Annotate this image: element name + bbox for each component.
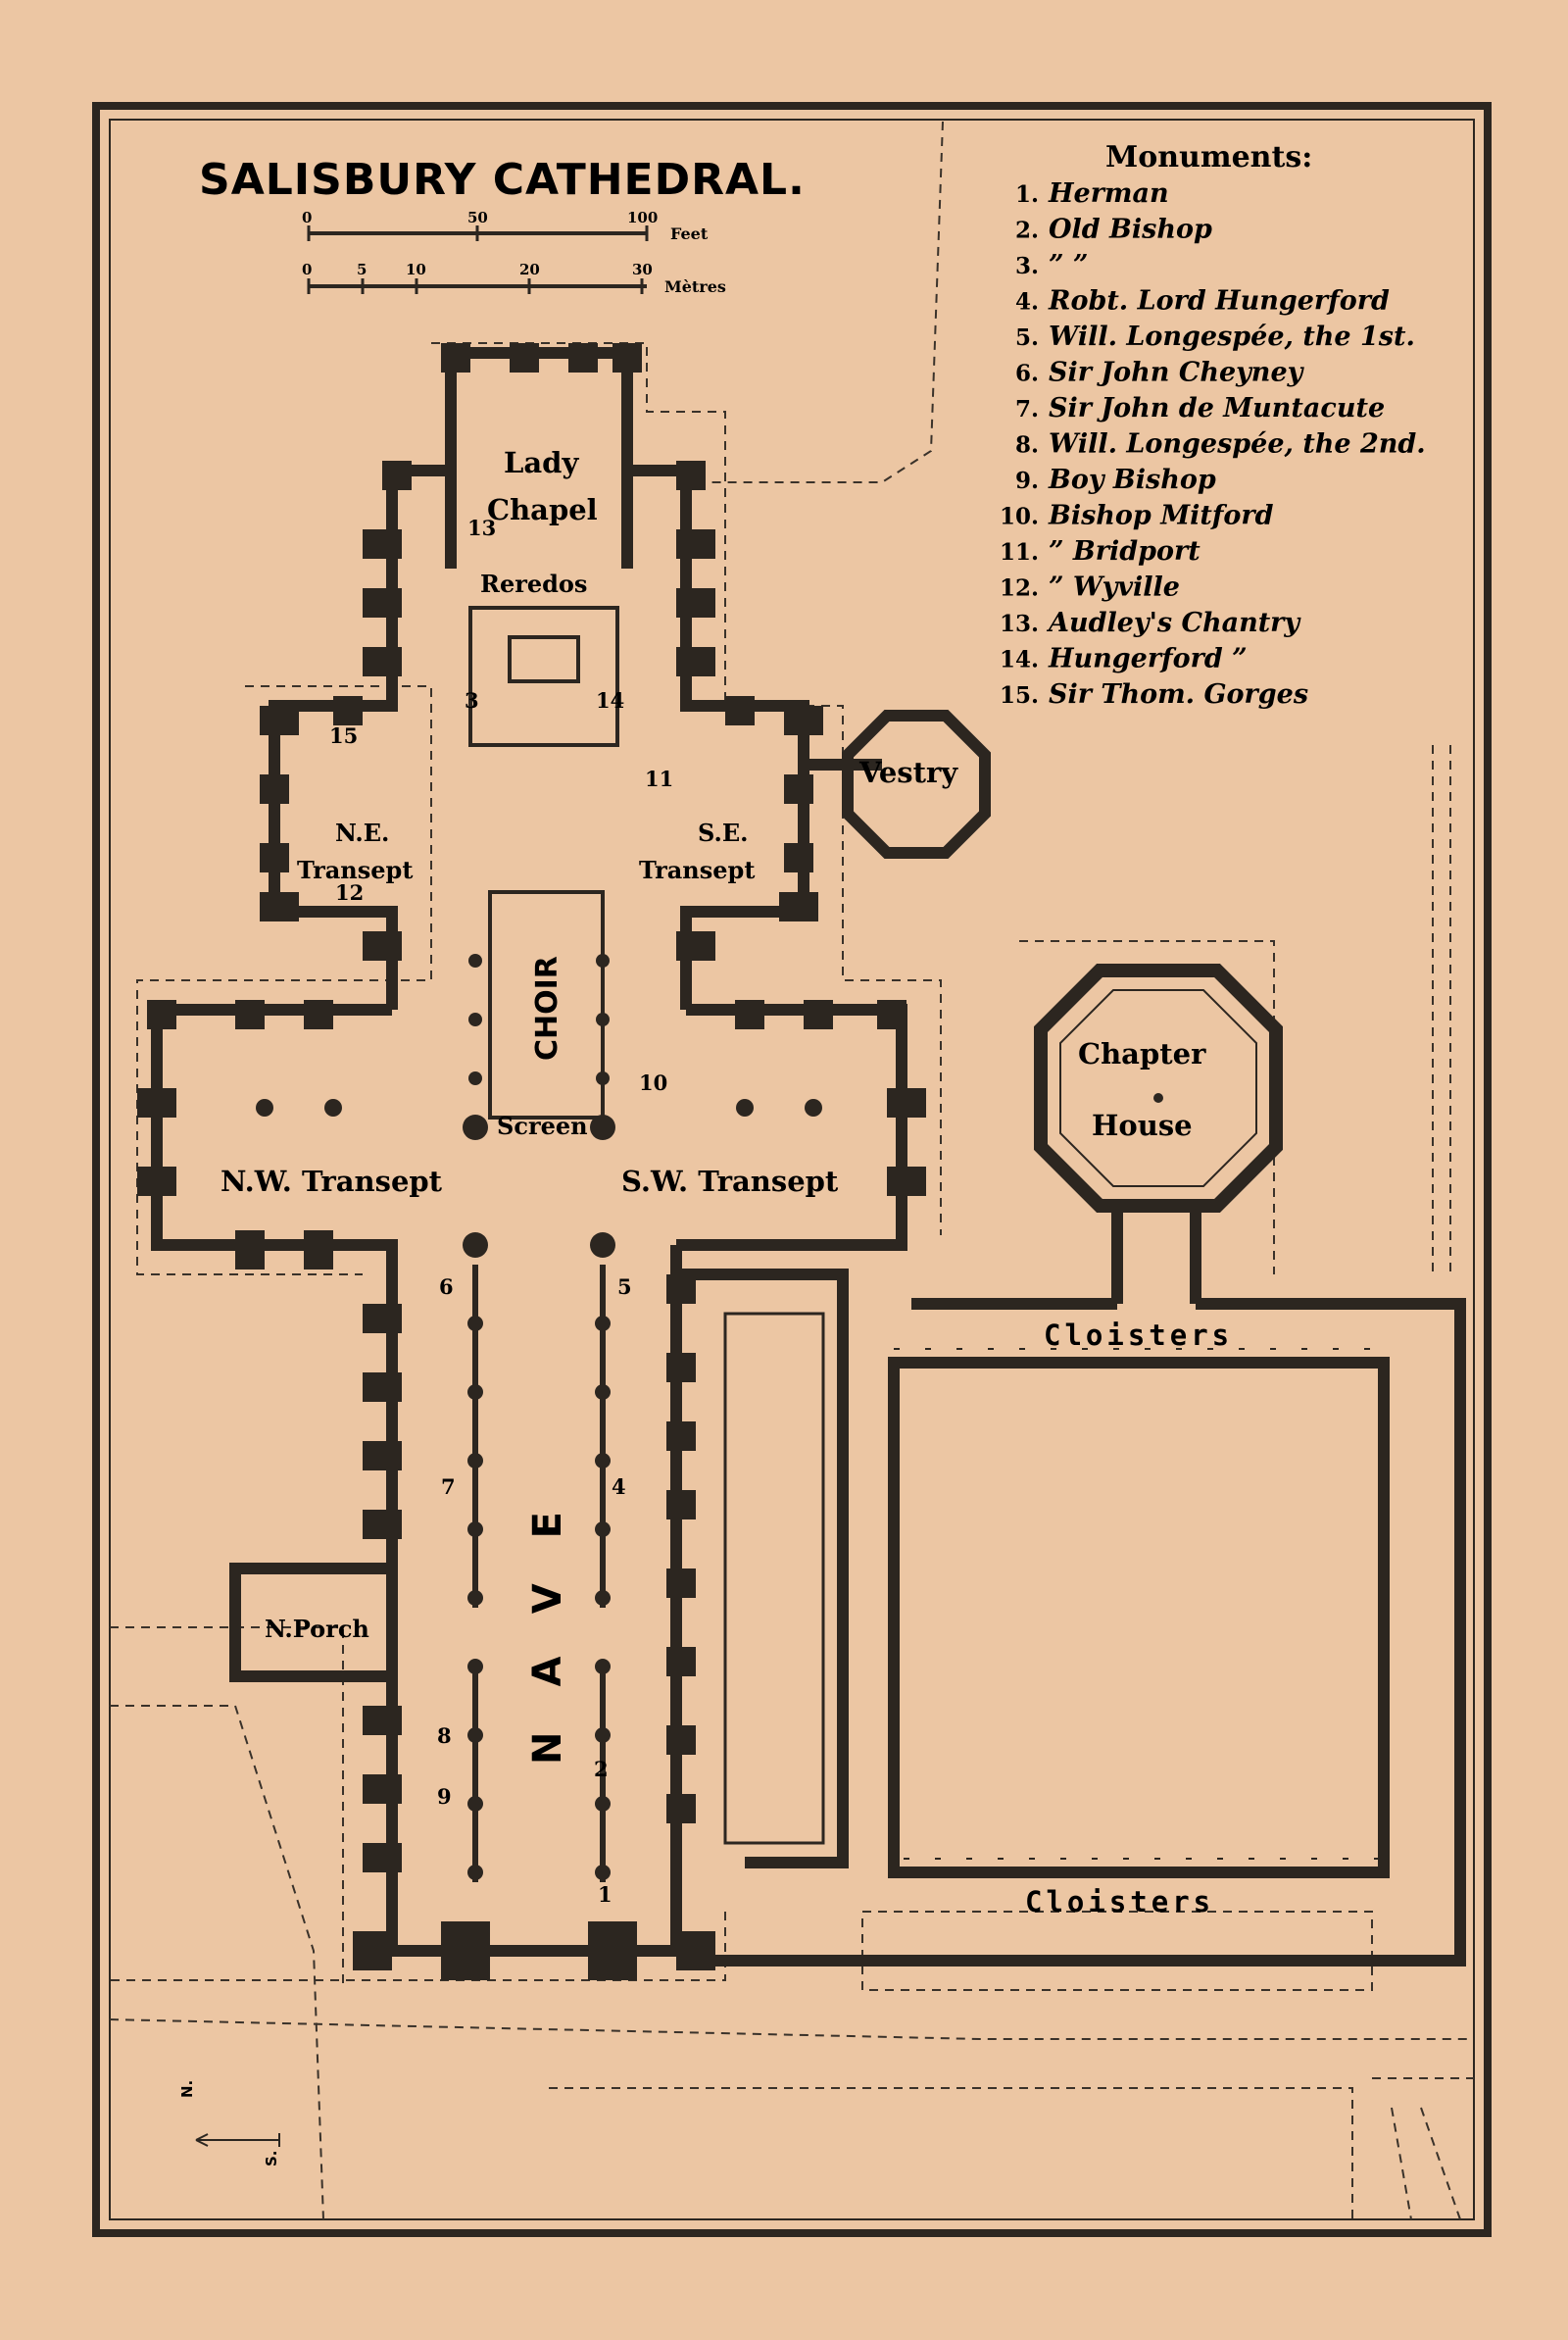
label-choir: CHOIR [530,956,564,1061]
marker-2: 2 [594,1757,609,1781]
legend-list: 1. Herman 2. Old Bishop 3. ” ” 4. Robt. Lord Hu… [1000,178,1426,710]
legend-item-name: ” Wyville [1049,573,1180,603]
marker-14: 14 [596,688,624,713]
legend-item-name: Sir John de Muntacute [1049,393,1385,423]
piers [256,954,1163,1880]
legend-item-number: 3. [1015,253,1039,279]
legend-item-number: 12. [1000,575,1039,602]
label-reredos: Reredos [480,570,587,598]
legend-item-name: Sir John Cheyney [1049,358,1305,388]
marker-4: 4 [612,1474,626,1499]
legend-item-name: Boy Bishop [1048,465,1216,495]
label-vestry: Vestry [858,756,958,789]
marker-10: 10 [639,1070,667,1095]
label-n-porch: N.Porch [265,1615,369,1643]
scale-feet-100: 100 [627,209,658,226]
cloisters [676,1269,1466,1967]
legend-item-name: Hungerford ” [1048,644,1248,674]
scale-feet-unit: Feet [670,224,709,243]
legend-item-number: 14. [1000,647,1039,673]
marker-12: 12 [335,880,364,905]
legend-item-name: Will. Longespée, the 2nd. [1049,429,1426,460]
label-cloisters-north: Cloisters [1044,1319,1233,1352]
marker-5: 5 [617,1274,632,1299]
label-lady-chapel-1: Lady [504,446,579,479]
compass-north: N. [178,2080,196,2098]
chapter-house [1034,964,1283,1304]
label-screen: Screen [497,1112,588,1140]
marker-9: 9 [437,1784,452,1809]
scale-bars [307,225,649,294]
precinct-boundaries [109,121,1474,2220]
scale-metres-10: 10 [406,261,426,278]
marker-15: 15 [329,723,358,748]
legend-item-number: 6. [1015,361,1039,387]
label-se-transept-2: Transept [639,856,755,884]
label-chapter-house-2: House [1092,1109,1193,1142]
marker-11: 11 [645,767,673,791]
inner-frame [109,119,1475,2220]
legend-item-name: ” ” [1049,250,1088,280]
legend-item-name: ” Bridport [1049,536,1200,567]
label-se-transept-1: S.E. [698,819,748,847]
legend-item-number: 10. [1000,504,1039,530]
map-title: SALISBURY CATHEDRAL. [199,155,806,205]
legend-item-number: 2. [1015,218,1039,244]
label-chapter-house-1: Chapter [1078,1037,1206,1070]
scale-metres-20: 20 [519,261,540,278]
marker-6: 6 [439,1274,454,1299]
marker-1: 1 [598,1882,612,1907]
marker-13: 13 [467,516,496,540]
scale-feet-0: 0 [302,209,312,226]
legend-item-number: 1. [1015,181,1039,208]
buttresses [137,343,926,1980]
legend-item-name: Will. Longespée, the 1st. [1049,322,1415,352]
legend-item-name: Herman [1048,178,1169,209]
outer-frame [92,102,1492,2237]
legend-item-name: Robt. Lord Hungerford [1048,286,1390,317]
legend-item-number: 5. [1015,324,1039,351]
legend-item-name: Bishop Mitford [1048,501,1274,531]
legend-item-number: 7. [1015,396,1039,423]
marker-7: 7 [441,1474,456,1499]
legend-item-number: 4. [1015,289,1039,316]
compass-arrow [195,2133,280,2147]
label-cloisters-south: Cloisters [1025,1885,1214,1918]
scale-metres-5: 5 [357,261,367,278]
legend-item-number: 9. [1015,468,1039,494]
label-nw-transept: N.W. Transept [220,1165,443,1198]
legend-item-number: 15. [1000,682,1039,709]
legend-item-number: 8. [1015,432,1039,459]
scale-metres-0: 0 [302,261,312,278]
legend-item-name: Old Bishop [1049,215,1212,245]
scale-metres-unit: Mètres [664,277,726,296]
label-nave: NAVE [525,1467,570,1765]
label-ne-transept-1: N.E. [335,819,389,847]
label-lady-chapel-2: Chapel [487,493,598,526]
scale-metres-30: 30 [632,261,653,278]
label-sw-transept: S.W. Transept [621,1165,839,1198]
label-ne-transept-2: Transept [297,856,413,884]
legend-item-number: 11. [1000,539,1039,566]
legend-item-number: 13. [1000,611,1039,637]
scale-feet-50: 50 [467,209,488,226]
compass-south: S. [263,2150,280,2166]
vestry [842,710,991,859]
legend-heading: Monuments: [1105,140,1312,174]
marker-8: 8 [437,1723,452,1748]
legend-item-name: Audley's Chantry [1046,608,1301,638]
legend-item-name: Sir Thom. Gorges [1049,679,1308,710]
marker-3: 3 [465,688,479,713]
choir-structures [468,606,619,1882]
